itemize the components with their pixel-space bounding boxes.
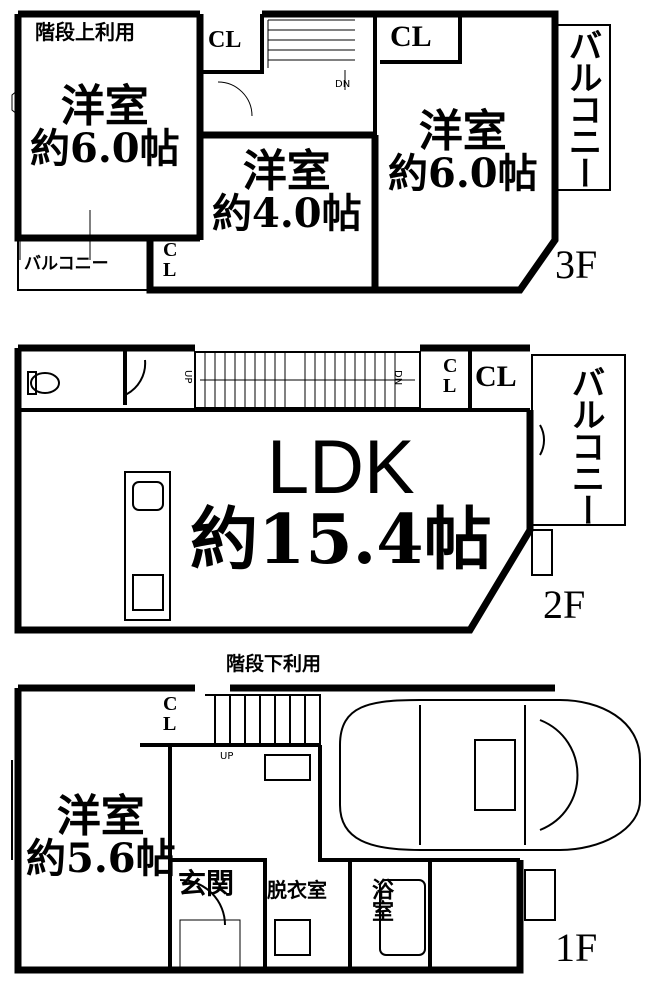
closet-label: CL (208, 27, 242, 53)
closet-label: CL (390, 20, 432, 53)
floor-label-1f: 1F (555, 925, 598, 970)
balcony-label: バルコニー (565, 365, 605, 525)
dressing-room-label: 脱衣室 (267, 878, 327, 902)
stair-direction: UP (220, 751, 234, 762)
car-icon (339, 699, 641, 851)
stair-direction: DN (335, 79, 351, 90)
room-western-3f-right: 洋室約6.0帖 (388, 106, 538, 197)
floor-label-3f: 3F (555, 242, 598, 287)
balcony-label: バルコニー (24, 254, 109, 274)
second-floor-walls (14, 344, 534, 634)
stair-upper-use-note: 階段上利用 (35, 20, 135, 44)
room-western-1f: 洋室約5.6帖 (26, 791, 176, 882)
stair-direction: DN (392, 370, 403, 386)
floor-label-2f: 2F (543, 582, 586, 627)
stair-direction: UP (182, 370, 193, 384)
bathroom-label: 浴室 (368, 878, 394, 922)
third-floor-stairs (11, 19, 355, 260)
first-floor-details (11, 694, 556, 969)
room-ldk: LDK 約15.4帖 (190, 425, 492, 580)
room-western-3f-middle: 洋室約4.0帖 (212, 146, 362, 237)
stair-lower-use-note: 階段下利用 (226, 653, 322, 675)
third-floor-balconies (17, 24, 611, 291)
second-floor-details (27, 351, 626, 621)
room-western-3f-left: 洋室約6.0帖 (30, 81, 180, 172)
closet-label: CL (475, 360, 517, 393)
entrance-label: 玄関 (178, 867, 235, 900)
balcony-label: バルコニー (562, 28, 602, 188)
third-floor-walls (14, 10, 559, 294)
